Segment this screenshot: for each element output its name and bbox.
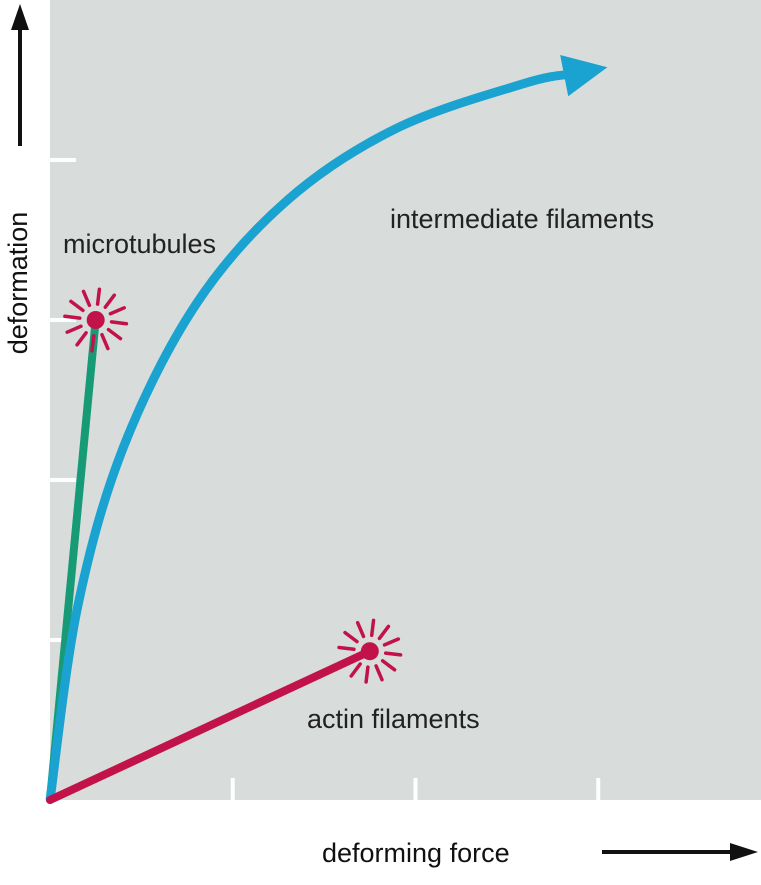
x-axis-arrow-icon	[602, 843, 758, 861]
rupture-burst-icon-microtubules	[63, 287, 129, 353]
series-intermediate-filaments	[45, 54, 608, 801]
rupture-burst-icon-actin-filaments	[337, 618, 403, 684]
arrowhead-icon	[560, 54, 608, 97]
y-axis-label: deformation	[3, 212, 33, 355]
x-axis-label: deforming force	[322, 838, 510, 868]
series-label-microtubules: microtubules	[63, 229, 216, 259]
plot-background	[50, 0, 761, 800]
x-ticks	[230, 778, 601, 800]
series-label-actin-filaments: actin filaments	[307, 704, 480, 734]
series-label-intermediate-filaments: intermediate filaments	[390, 204, 654, 234]
line-intermediate-filaments	[45, 69, 574, 801]
series-layer	[45, 54, 608, 804]
y-axis-arrow-icon	[11, 4, 29, 146]
